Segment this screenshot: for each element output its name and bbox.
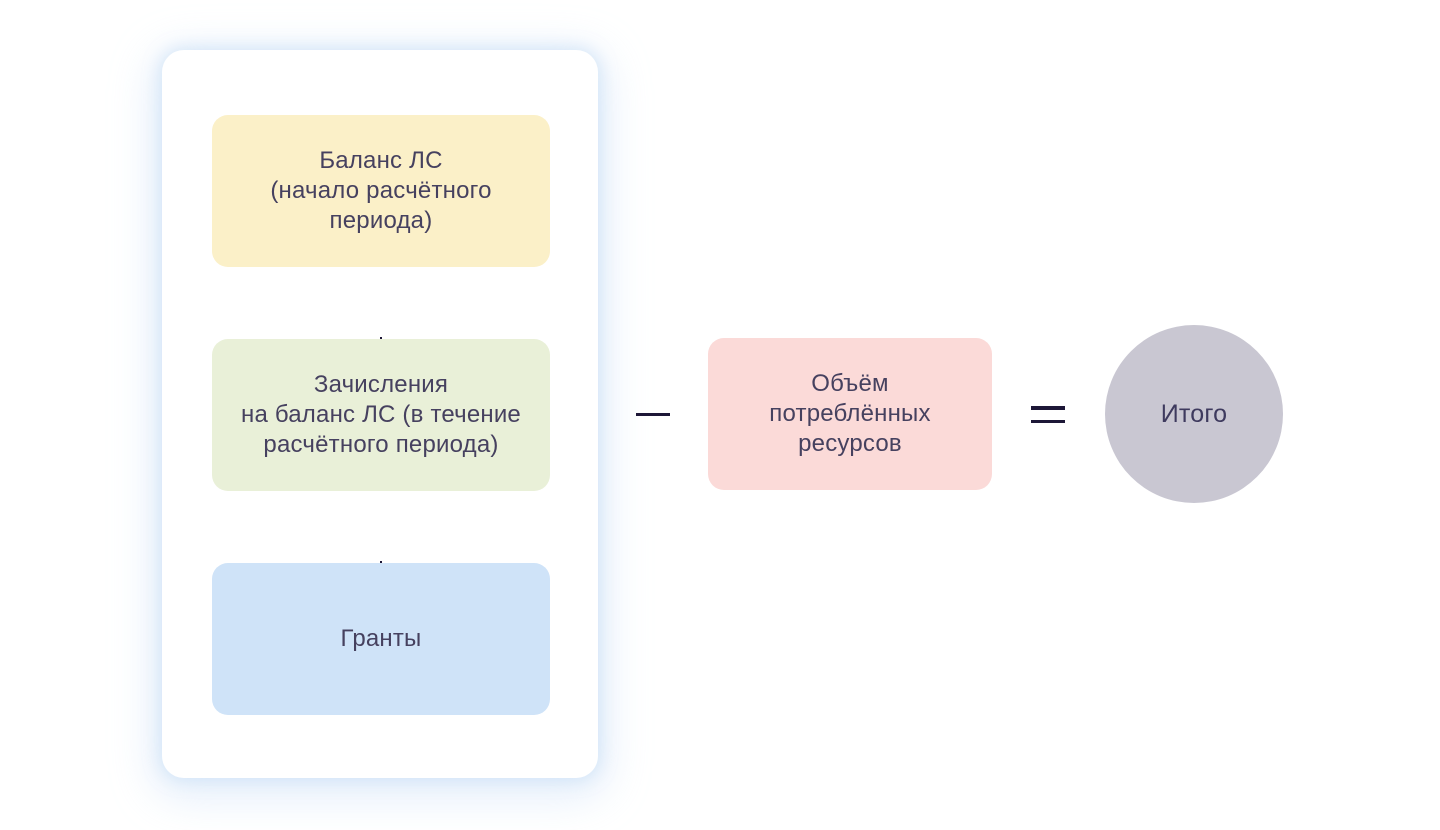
- term-label-topups: Зачисления на баланс ЛС (в течение расчё…: [241, 371, 521, 458]
- term-box-grants: Гранты: [212, 563, 550, 715]
- equals-icon-bar-top: [1031, 406, 1065, 410]
- equals-icon: [1031, 406, 1065, 423]
- term-box-topups: Зачисления на баланс ЛС (в течение расчё…: [212, 339, 550, 491]
- term-label-balance-start: Баланс ЛС (начало расчётного периода): [270, 147, 492, 234]
- total-circle: Итого: [1105, 325, 1283, 503]
- minus-icon: [636, 413, 670, 416]
- consumed-resources-box: Объём потреблённых ресурсов: [708, 338, 992, 490]
- total-label: Итого: [1160, 400, 1228, 428]
- minus-icon-bar: [636, 413, 670, 416]
- equals-icon-bar-bottom: [1031, 419, 1065, 423]
- term-label-grants: Гранты: [340, 625, 422, 652]
- sum-terms-card: Баланс ЛС (начало расчётного периода) За…: [162, 50, 598, 778]
- consumed-resources-label: Объём потреблённых ресурсов: [769, 370, 931, 457]
- term-box-balance-start: Баланс ЛС (начало расчётного периода): [212, 115, 550, 267]
